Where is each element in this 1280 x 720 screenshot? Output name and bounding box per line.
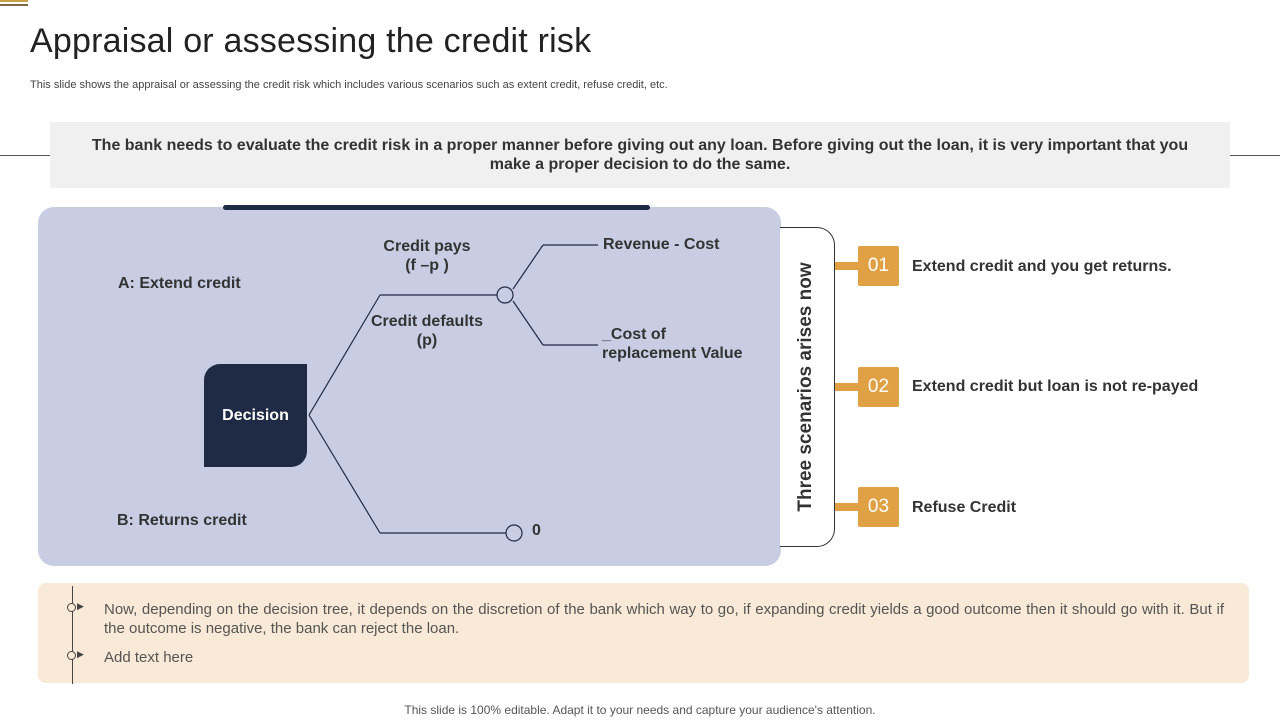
credit-pays-text: Credit pays <box>383 238 471 255</box>
divider-left <box>0 155 50 156</box>
decision-tree-top-bar <box>223 205 650 210</box>
intro-banner-text: The bank needs to evaluate the credit ri… <box>91 137 1189 173</box>
credit-defaults-label: Credit defaults (p) <box>357 312 497 350</box>
option-a-label: A: Extend credit <box>118 275 241 292</box>
cost-replacement-label: _Cost of replacement Value <box>602 325 743 363</box>
scenario-label-1: Extend credit and you get returns. <box>912 258 1172 275</box>
bullet-arrow-icon: ▶ <box>77 649 84 659</box>
scenario-connector-2 <box>835 383 861 391</box>
page-title: Appraisal or assessing the credit risk <box>30 22 592 60</box>
decision-node: Decision <box>204 364 307 467</box>
credit-pays-label: Credit pays (f –p ) <box>367 237 487 275</box>
bullet-dot-icon <box>67 603 76 612</box>
decision-label: Decision <box>222 406 289 424</box>
credit-defaults-text: Credit defaults <box>370 313 483 330</box>
bullet-icon: ▶ <box>67 649 87 662</box>
scenario-number-badge-3: 03 <box>858 487 899 527</box>
bullet-arrow-icon: ▶ <box>77 601 84 611</box>
notes-timeline-line <box>72 586 73 684</box>
divider-right <box>1230 155 1280 156</box>
intro-banner: The bank needs to evaluate the credit ri… <box>50 122 1230 188</box>
corner-accent <box>0 0 28 6</box>
scenario-connector-3 <box>835 503 861 511</box>
scenarios-heading: Three scenarios arises now <box>795 262 816 512</box>
scenarios-bracket <box>780 227 835 547</box>
credit-pays-probability: (f –p ) <box>405 257 449 274</box>
scenario-number-badge-1: 01 <box>858 246 899 286</box>
decision-tree-panel <box>38 207 781 566</box>
option-b-label: B: Returns credit <box>117 512 247 529</box>
footer-note: This slide is 100% editable. Adapt it to… <box>404 703 876 717</box>
revenue-cost-label: Revenue - Cost <box>603 236 720 253</box>
bullet-dot-icon <box>67 651 76 660</box>
page-subtitle: This slide shows the appraisal or assess… <box>30 79 668 91</box>
zero-outcome-label: 0 <box>532 522 541 539</box>
scenario-number-badge-2: 02 <box>858 367 899 407</box>
note-text-2[interactable]: Add text here <box>104 649 194 666</box>
notes-panel <box>38 583 1249 683</box>
scenario-connector-1 <box>835 262 861 270</box>
scenario-label-3: Refuse Credit <box>912 499 1017 516</box>
scenario-label-2: Extend credit but loan is not re-payed <box>912 378 1199 395</box>
credit-defaults-probability: (p) <box>416 332 438 349</box>
bullet-icon: ▶ <box>67 601 87 614</box>
note-text-1: Now, depending on the decision tree, it … <box>104 601 1224 637</box>
cost-replacement-line2: replacement Value <box>602 345 743 362</box>
cost-replacement-line1: _Cost of <box>602 326 666 343</box>
